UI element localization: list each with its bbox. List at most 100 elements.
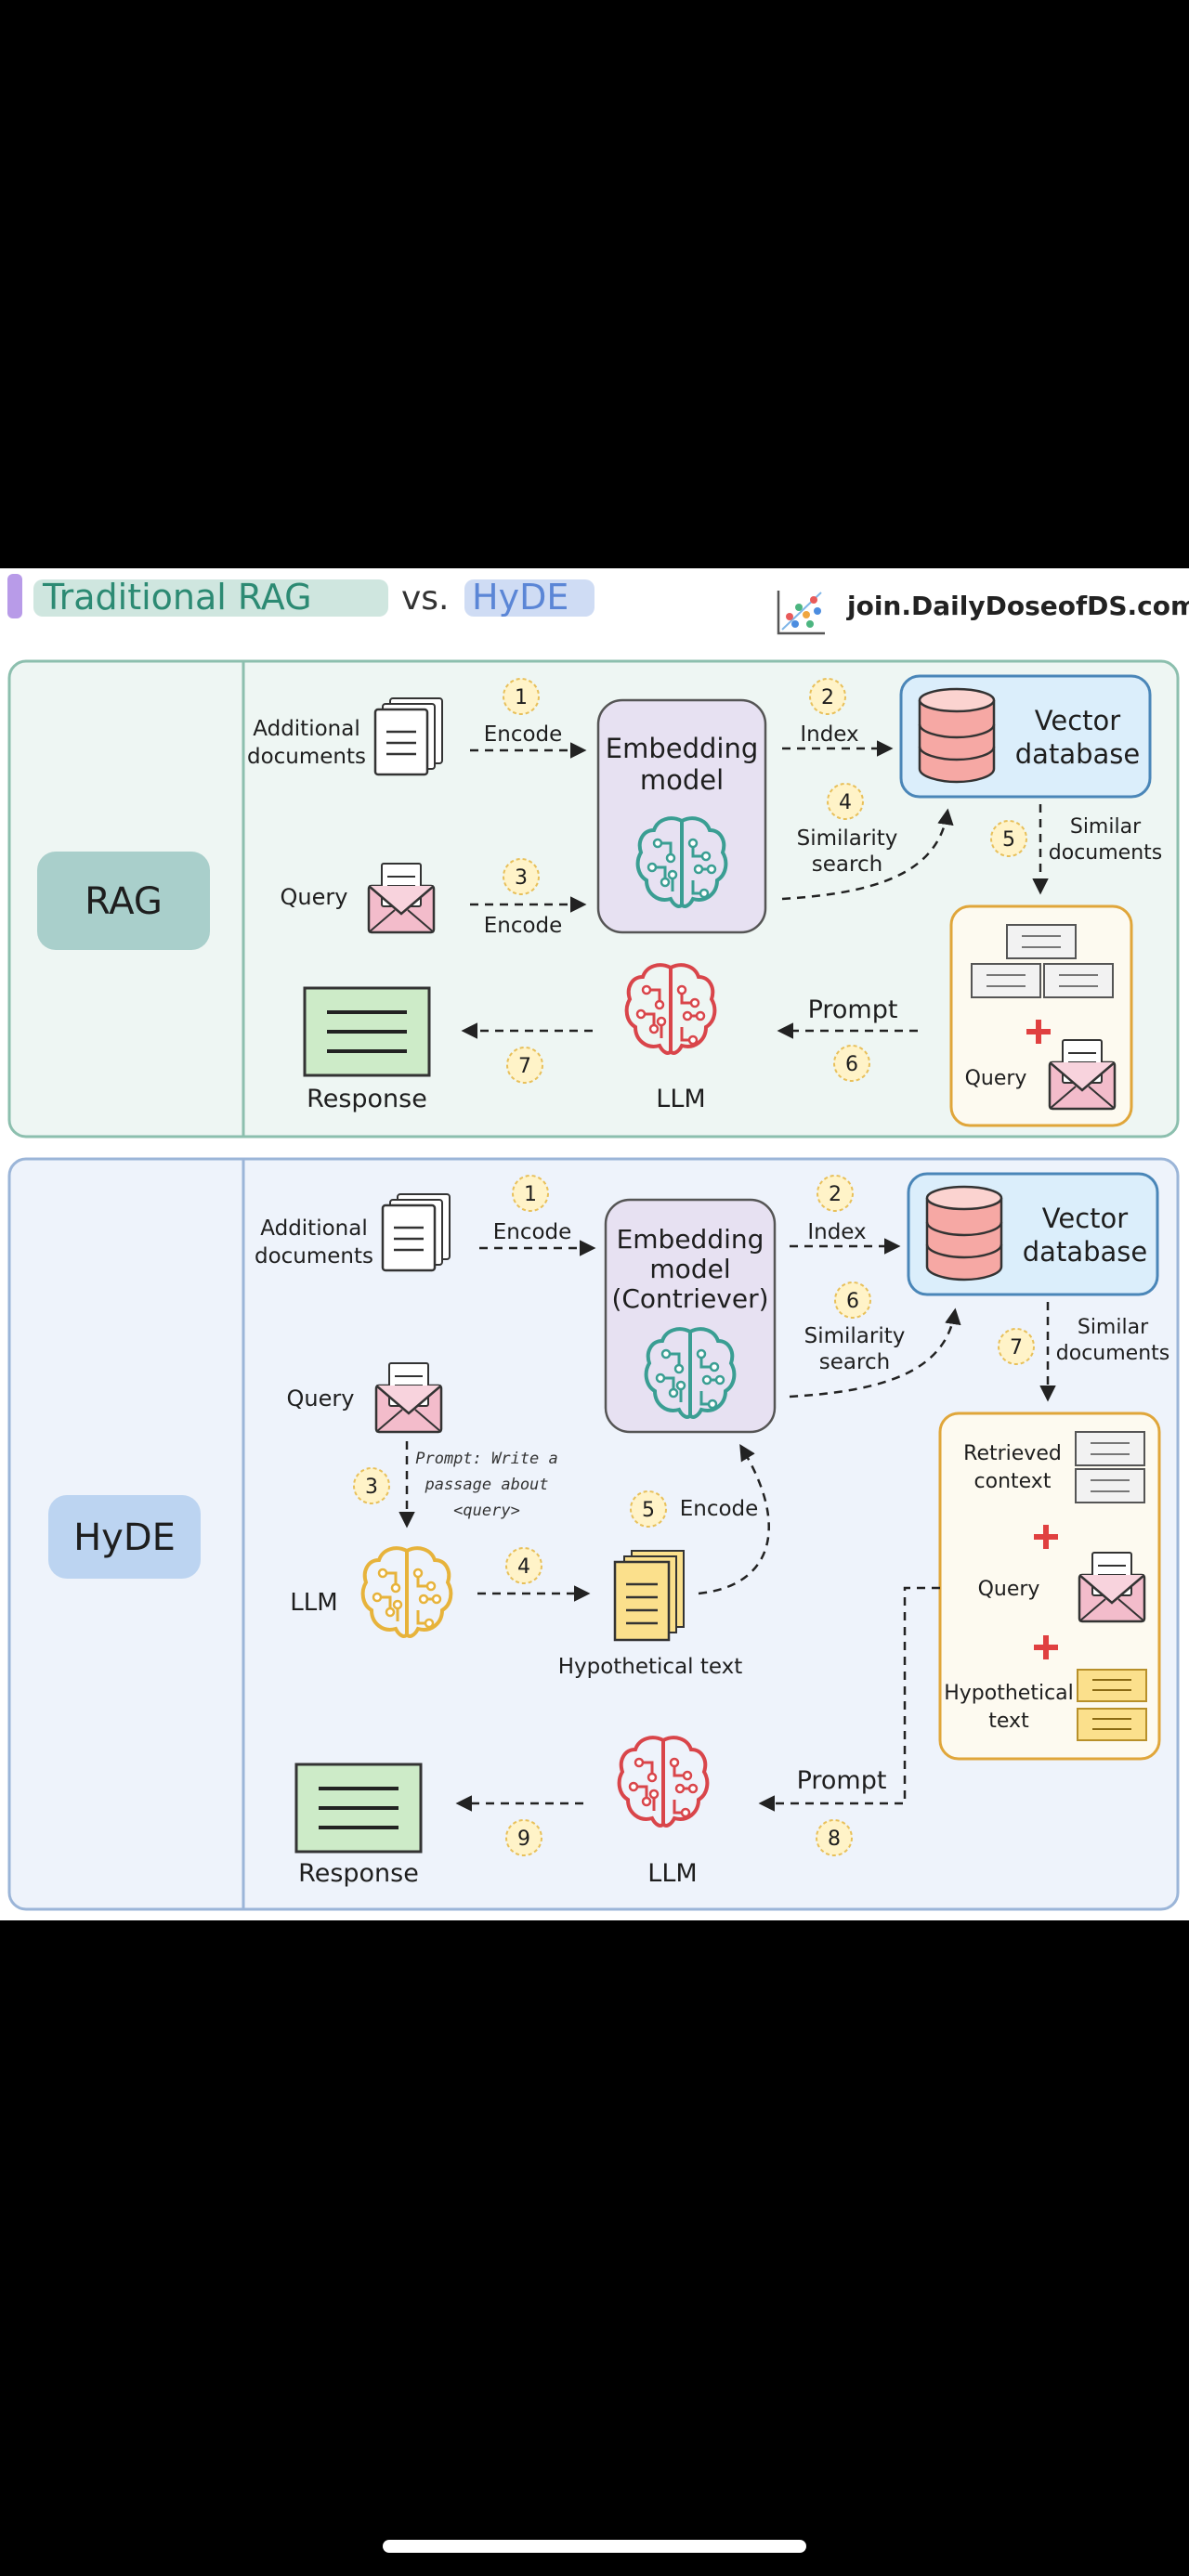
rag-prompt-label: Prompt	[808, 995, 898, 1024]
hyde-similar-label-2: documents	[1056, 1342, 1169, 1365]
rag-step-7-num: 7	[518, 1055, 531, 1078]
hyde-plus-icon-1	[1034, 1525, 1058, 1549]
rag-step-6-num: 6	[845, 1053, 858, 1076]
hyde-step-2-num: 2	[829, 1183, 842, 1206]
header-accent-bar	[7, 574, 22, 618]
hyde-retrieved-label-1: Retrieved	[963, 1442, 1062, 1465]
title-highlight-hyde	[464, 579, 594, 617]
rag-embedding-label-2: model	[640, 764, 724, 796]
rag-database-icon	[918, 687, 996, 784]
hyde-step-5	[630, 1490, 667, 1528]
hyde-step-6-num: 6	[846, 1290, 859, 1313]
rag-step-7	[506, 1047, 543, 1084]
hyde-similarity-label-1: Similarity	[804, 1324, 906, 1348]
hyde-prompt-note-2: passage about	[424, 1476, 548, 1494]
title-traditional-rag: Traditional RAG	[42, 577, 312, 618]
hyde-vector-label-1: Vector	[1042, 1203, 1128, 1234]
rag-documents-stack-icon	[373, 696, 444, 776]
rag-context-doc-top	[1006, 924, 1077, 959]
title-highlight-rag	[33, 579, 388, 617]
hyde-step-3-num: 3	[365, 1476, 378, 1499]
hyde-step-7	[998, 1328, 1035, 1365]
hyde-llm-left-label: LLM	[290, 1589, 337, 1617]
hyde-vector-label-2: database	[1023, 1236, 1147, 1268]
hyde-response-document-icon	[294, 1763, 423, 1854]
hyde-database-icon	[925, 1185, 1003, 1281]
hypothetical-text-label: Hypothetical text	[558, 1655, 743, 1679]
hyde-step-4-num: 4	[517, 1555, 530, 1579]
hyde-context-hypo-doc-2	[1077, 1708, 1147, 1741]
hyde-additional-docs-label-2: documents	[255, 1244, 373, 1268]
hyde-step-8	[816, 1819, 853, 1856]
hyde-arrow-similarity	[789, 1308, 961, 1399]
hyde-response-label: Response	[298, 1859, 419, 1888]
rag-label: RAG	[85, 880, 163, 923]
hyde-step-8-num: 8	[828, 1828, 841, 1851]
rag-context-doc-left	[971, 963, 1041, 998]
rag-context-doc-right	[1043, 963, 1114, 998]
hyde-label-box	[48, 1495, 201, 1579]
rag-step-5-num: 5	[1002, 828, 1015, 852]
hyde-embedding-label-2: model	[649, 1254, 730, 1284]
hyde-step-2	[817, 1175, 854, 1212]
hyde-encode-hypo-label: Encode	[680, 1497, 759, 1521]
rag-context-query-label: Query	[965, 1067, 1027, 1090]
hyde-retrieved-doc-2	[1075, 1468, 1145, 1503]
hyde-context-hypo-label-2: text	[988, 1710, 1029, 1733]
rag-step-4-num: 4	[839, 791, 852, 814]
rag-vector-label-2: database	[1015, 738, 1140, 770]
rag-encode-bottom-label: Encode	[484, 914, 563, 938]
hyde-retrieved-label-2: context	[974, 1470, 1052, 1493]
hyde-context-hypo-label-1: Hypothetical	[944, 1682, 1074, 1705]
rag-similar-label-1: Similar	[1070, 815, 1142, 839]
rag-label-box	[37, 852, 210, 950]
hyde-embedding-label-3: (Contriever)	[611, 1283, 768, 1314]
hyde-step-7-num: 7	[1010, 1336, 1023, 1360]
hyde-step-3	[353, 1467, 390, 1504]
hyde-prompt-note-1: Prompt: Write a	[415, 1450, 558, 1468]
hyde-llm-label: LLM	[647, 1859, 697, 1888]
hyde-embedding-label-1: Embedding	[617, 1224, 764, 1255]
title-hyde: HyDE	[472, 577, 568, 618]
hyde-step-9	[505, 1819, 542, 1856]
rag-step-2-num: 2	[821, 686, 834, 709]
rag-step-1-num: 1	[515, 686, 528, 709]
hyde-step-1	[512, 1175, 549, 1212]
hyde-prompt-note-3: <query>	[453, 1502, 520, 1520]
hyde-step-5-num: 5	[642, 1499, 655, 1522]
rag-step-4	[827, 783, 864, 820]
rag-query-label: Query	[281, 884, 348, 910]
rag-llm-label: LLM	[656, 1085, 705, 1113]
rag-vs-hyde-infographic: Traditional RAG vs. HyDE join.DailyDoseo…	[0, 568, 1189, 1920]
hypothetical-documents-icon	[613, 1550, 685, 1642]
rag-response-document-icon	[303, 986, 431, 1077]
hyde-step-4	[505, 1547, 542, 1584]
scatter-logo-icon	[777, 591, 825, 635]
hyde-label: HyDE	[73, 1516, 176, 1559]
hyde-retrieved-doc-1	[1075, 1431, 1145, 1466]
rag-embedding-label-1: Embedding	[606, 733, 758, 764]
home-indicator-bar[interactable]	[383, 2540, 806, 2553]
rag-step-1	[503, 678, 540, 715]
hyde-context-hypo-doc-1	[1077, 1669, 1147, 1702]
rag-vector-label-1: Vector	[1035, 705, 1120, 736]
hyde-context-query-label: Query	[978, 1578, 1040, 1601]
hyde-plus-icon-2	[1034, 1635, 1058, 1659]
rag-similar-label-2: documents	[1049, 841, 1162, 865]
rag-response-label: Response	[307, 1085, 427, 1113]
rag-index-label: Index	[800, 722, 858, 747]
rag-additional-docs-label-1: Additional	[253, 717, 359, 741]
rag-plus-icon	[1026, 1020, 1051, 1044]
hyde-arrow-prompt	[758, 1586, 940, 1812]
rag-panel	[7, 659, 1180, 1138]
rag-step-3-num: 3	[515, 866, 528, 890]
rag-step-6	[833, 1045, 870, 1082]
site-url: join.DailyDoseofDS.com	[846, 591, 1189, 621]
hyde-query-label: Query	[287, 1386, 355, 1412]
rag-step-3	[503, 858, 540, 895]
rag-similarity-label-2: search	[812, 852, 882, 877]
rag-additional-docs-label-2: documents	[247, 745, 366, 769]
rag-step-5	[990, 820, 1027, 857]
title-vs: vs.	[401, 579, 450, 618]
hyde-encode-top-label: Encode	[493, 1220, 572, 1244]
